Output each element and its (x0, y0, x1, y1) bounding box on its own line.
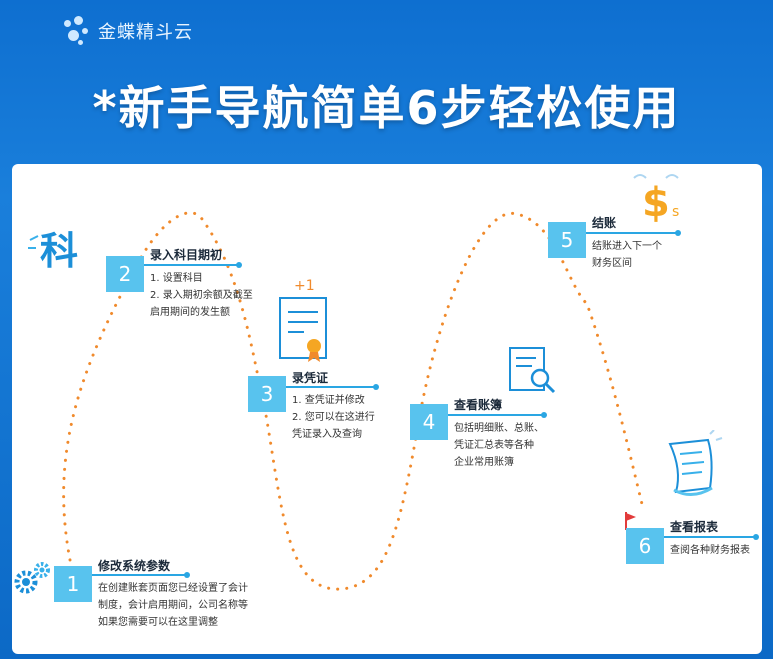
step-4-number: 4 (410, 404, 448, 440)
step-4-desc: 包括明细账、总账、凭证汇总表等各种企业常用账簿 (454, 423, 544, 468)
step-5-desc: 结账进入下一个财务区间 (592, 241, 662, 269)
dotted-path (62, 211, 644, 591)
step-1-desc: 在创建账套页面您已经设置了会计制度，会计启用期间，公司名称等如果您需要可以在这里… (98, 583, 248, 628)
certificate-icon: +1 (274, 274, 334, 368)
flag-icon (624, 512, 638, 534)
report-scroll-icon (662, 429, 726, 504)
svg-text:+1: +1 (294, 278, 315, 294)
guide-panel: 1 修改系统参数 在创建账套页面您已经设置了会计制度，会计启用期间，公司名称等如… (12, 164, 762, 654)
step-6-line (664, 534, 759, 540)
dollar-icon: $ s (632, 172, 692, 226)
brand-name: 金蝶精斗云 (98, 22, 193, 43)
svg-text:$: $ (642, 180, 670, 222)
step-4-title: 查看账簿 (454, 398, 503, 412)
logo-dots-icon (62, 14, 92, 48)
step-5-number: 5 (548, 222, 586, 258)
step-3-title: 录凭证 (292, 371, 329, 385)
gears-icon (12, 558, 52, 602)
subject-character-icon: 科 (26, 224, 108, 278)
step-6-number: 6 (626, 528, 664, 564)
step-5-title: 结账 (592, 216, 617, 230)
step-1-line (92, 572, 190, 578)
step-1-number: 1 (54, 566, 92, 602)
step-2-line (144, 262, 242, 268)
step-2-title: 录入科目期初 (150, 248, 223, 262)
step-2-number: 2 (106, 256, 144, 292)
page-title: *新手导航简单6步轻松使用 (92, 81, 681, 135)
step-1-title: 修改系统参数 (98, 559, 171, 573)
step-4-line (448, 412, 547, 418)
step-5-line (586, 230, 681, 236)
svg-text:科: 科 (40, 229, 78, 273)
svg-text:s: s (672, 204, 679, 220)
step-6-title: 查看报表 (670, 520, 719, 534)
brand-logo: 金蝶精斗云 (62, 14, 193, 48)
step-3-line (286, 384, 379, 390)
ledger-search-icon (506, 344, 558, 400)
step-3-number: 3 (248, 376, 286, 412)
step-6-desc: 查阅各种财务报表 (670, 545, 750, 556)
